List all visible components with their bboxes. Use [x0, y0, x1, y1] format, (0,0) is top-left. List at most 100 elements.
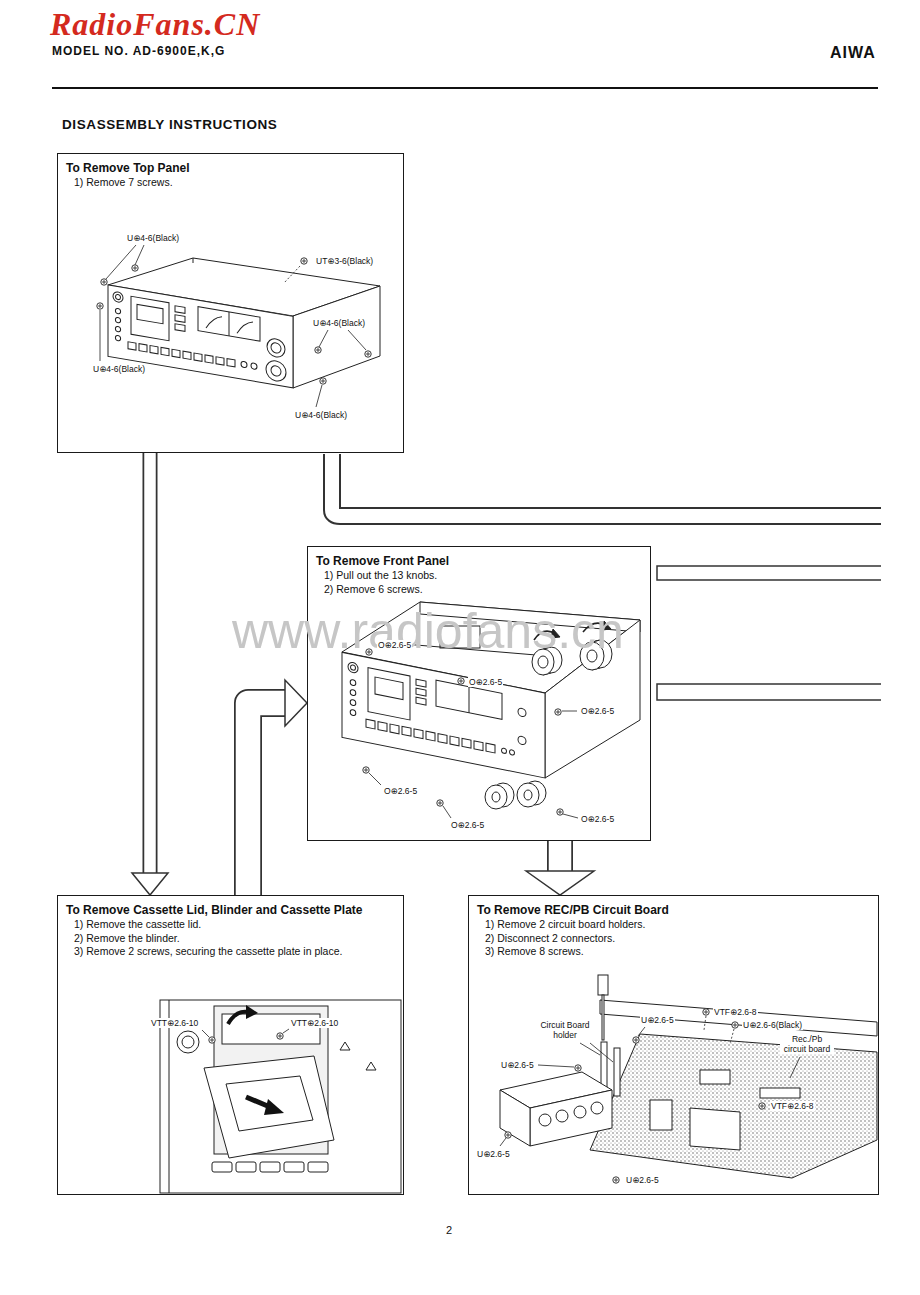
deck-drawing: [161, 347, 169, 355]
screw-symbol: [613, 1177, 619, 1183]
circuit-board-drawing: [760, 1088, 800, 1098]
leader-line: [443, 806, 451, 818]
cassette-lid-drawing: [212, 1162, 232, 1172]
screw-symbol: [365, 351, 371, 357]
front-panel-drawing: [378, 722, 387, 732]
arrow-band: [248, 703, 285, 895]
arrow-band: [547, 841, 573, 871]
step-text: 1) Remove the cassette lid.: [66, 918, 395, 932]
circuit-board-drawing: [530, 1090, 612, 1146]
screw-symbol: [363, 767, 369, 773]
front-panel-drawing: [342, 652, 545, 778]
front-panel-drawing: [368, 668, 410, 720]
arrow-head: [526, 871, 594, 895]
deck-drawing: [150, 346, 158, 354]
motion-arrow: [228, 1012, 248, 1024]
callout-label: VTT⊕2.6-10: [150, 1018, 199, 1028]
front-panel-drawing: [486, 743, 495, 753]
knob-drawing: [492, 792, 500, 802]
step-box: To Remove Cassette Lid, Blinder and Cass…: [57, 895, 404, 1195]
leader-line: [562, 711, 577, 712]
front-panel-drawing: [350, 709, 356, 716]
callout-label: U⊕2.6-5: [640, 1015, 675, 1025]
callout-label: U⊕4-6(Black): [294, 410, 348, 420]
motion-arrow: [246, 1005, 258, 1019]
circuit-board-drawing: [614, 1048, 620, 1096]
header-rule: [52, 88, 878, 89]
leader-line: [500, 1016, 800, 1146]
step-heading: To Remove Top Panel: [66, 161, 395, 176]
callout-label: U⊕4-6(Black): [92, 364, 146, 374]
circuit-board-drawing: [500, 1090, 530, 1146]
screw-symbol: [575, 1065, 581, 1071]
front-panel-drawing: [348, 662, 358, 674]
knob-drawing: [538, 656, 548, 668]
flow-band: [657, 684, 881, 700]
callout-label: O⊕2.6-5: [383, 786, 418, 796]
deck-drawing: [193, 258, 194, 263]
model-number: MODEL NO. AD-6900E,K,G: [52, 44, 225, 58]
screw-symbol: [301, 258, 307, 264]
leader-line: [100, 310, 101, 361]
knob-drawing: [485, 785, 507, 809]
flow-band: [332, 454, 881, 516]
knob-drawing: [524, 790, 532, 800]
deck-drawing: [115, 335, 120, 341]
leader-line: [538, 1065, 574, 1067]
screw-symbol: [315, 347, 321, 353]
screw-symbol: [458, 678, 464, 684]
leader-line: [135, 245, 144, 265]
leader-line: [100, 245, 366, 407]
circuit-board-drawing: [602, 995, 604, 1040]
arrow-head: [132, 873, 168, 895]
cassette-lid-drawing: [260, 1162, 280, 1172]
circuit-board-drawing: [690, 1108, 740, 1150]
watermark-logo: RadioFans.CN: [50, 8, 260, 40]
screw-symbol: [703, 1009, 709, 1015]
callout-label: O⊕2.6-5: [580, 706, 615, 716]
leader-line: [500, 1138, 506, 1146]
callout-label: O⊕2.6-5: [468, 677, 503, 687]
callout-label: VTF⊕2.6-8: [713, 1007, 758, 1017]
watermark: www.radiofans.cn: [232, 606, 624, 656]
front-panel-drawing: [416, 697, 426, 705]
callout-label: VTF⊕2.6-8: [770, 1101, 815, 1111]
hollow-arrow: [248, 680, 307, 895]
deck-drawing: [293, 286, 380, 388]
circuit-board-drawing: [500, 975, 877, 1178]
step-text: 3) Remove 2 screws, securing the cassett…: [66, 945, 395, 959]
deck-drawing: [128, 342, 136, 350]
screw-symbol: [277, 1033, 283, 1039]
deck-drawing: [271, 342, 281, 354]
brand-name: AIWA: [830, 44, 876, 62]
deck-drawing: [115, 317, 120, 323]
step-heading: To Remove Front Panel: [316, 554, 642, 569]
deck-drawing: [198, 307, 260, 342]
screw-symbol: [209, 1037, 215, 1043]
deck-drawing: [251, 363, 257, 370]
step-box: To Remove Top Panel1) Remove 7 screws.: [57, 153, 404, 453]
front-panel-drawing: [350, 679, 356, 686]
deck-drawing: [175, 315, 185, 323]
deck-drawing: [139, 344, 147, 352]
hollow-arrow: [132, 453, 168, 895]
deck-drawing: [271, 365, 281, 377]
callout-label: VTT⊕2.6-10: [290, 1018, 339, 1028]
front-panel-drawing: [402, 726, 411, 736]
deck-drawing: [175, 306, 185, 314]
header-rule: [52, 87, 878, 89]
deck-drawing: [137, 304, 163, 323]
flow-band: [332, 454, 881, 516]
front-panel-drawing: [510, 749, 515, 755]
cassette-lid-drawing: [182, 1036, 194, 1048]
callout-label: U⊕2.6-6(Black): [742, 1020, 803, 1030]
front-panel-drawing: [351, 665, 356, 671]
leader-line: [319, 330, 328, 347]
screw-symbol: [132, 265, 138, 271]
screw-symbol: [505, 1009, 765, 1183]
leader-line: [369, 711, 578, 818]
screw-symbol: [320, 378, 326, 384]
flow-band: [657, 566, 881, 580]
deck-drawing: [227, 359, 235, 367]
circuit-board-drawing: [650, 1100, 672, 1130]
